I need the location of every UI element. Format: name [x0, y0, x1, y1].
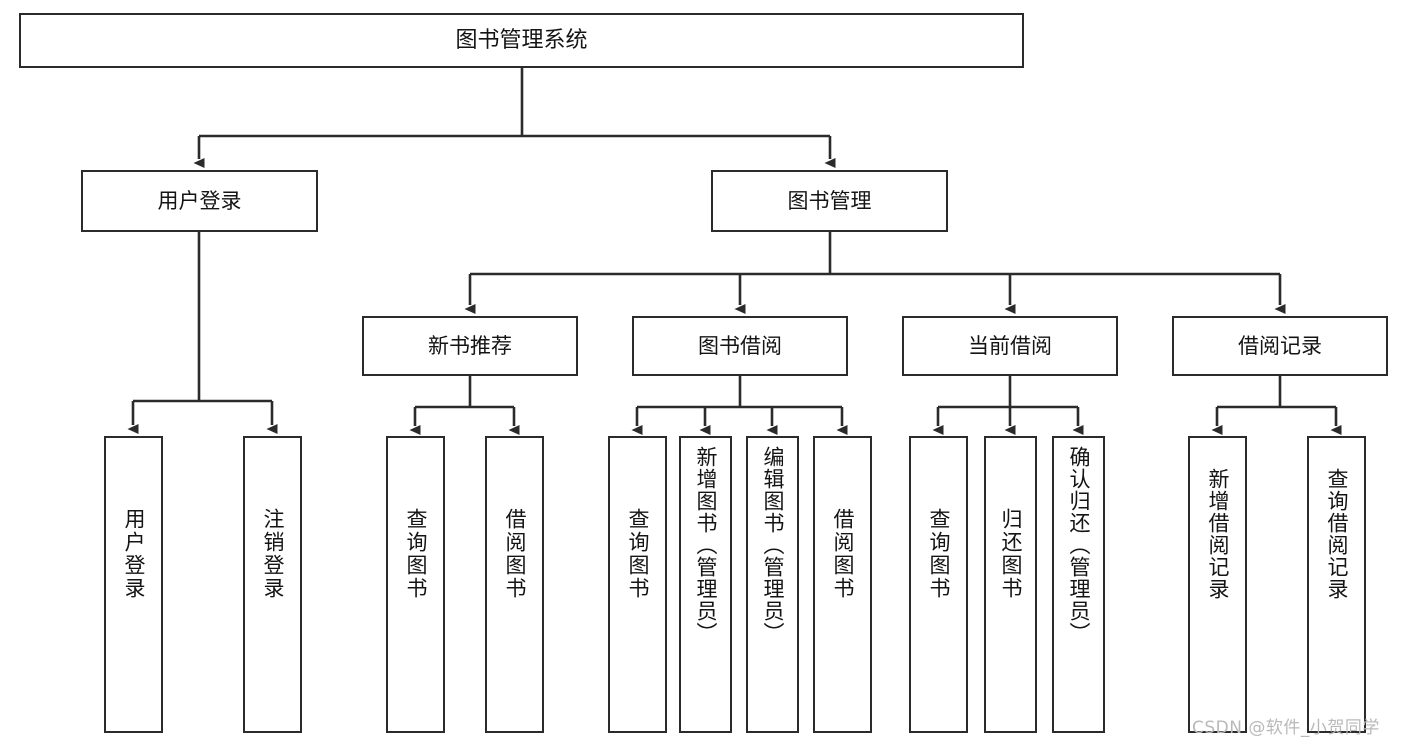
node-user-login-label: 用户登录 [157, 188, 242, 213]
node-leaf-query-borrow-record[interactable]: 查询借阅记录 [1307, 436, 1366, 733]
node-leaf-add-book[interactable]: 新增图书（管理员） [679, 436, 732, 733]
node-leaf-return-book-label: 归还图书 [999, 508, 1023, 600]
node-leaf-query-borrow-record-label: 查询借阅记录 [1325, 468, 1349, 600]
node-leaf-query-book-cur-label: 查询图书 [927, 508, 951, 600]
node-leaf-borrow-book-rec[interactable]: 借阅图书 [485, 436, 544, 733]
node-leaf-logout-label: 注销登录 [261, 508, 285, 600]
node-root[interactable]: 图书管理系统 [19, 13, 1024, 68]
node-leaf-logout[interactable]: 注销登录 [243, 436, 302, 733]
node-leaf-edit-book[interactable]: 编辑图书（管理员） [746, 436, 799, 733]
node-book-borrow[interactable]: 图书借阅 [632, 316, 848, 376]
node-new-book-recommend[interactable]: 新书推荐 [362, 316, 578, 376]
node-new-book-recommend-label: 新书推荐 [428, 333, 512, 358]
node-leaf-add-borrow-record[interactable]: 新增借阅记录 [1188, 436, 1247, 733]
node-current-borrow[interactable]: 当前借阅 [902, 316, 1118, 376]
node-book-manage[interactable]: 图书管理 [711, 170, 948, 232]
node-leaf-return-book[interactable]: 归还图书 [984, 436, 1037, 733]
node-leaf-query-book-borrow[interactable]: 查询图书 [608, 436, 667, 733]
node-leaf-query-book-rec-label: 查询图书 [404, 508, 428, 600]
node-leaf-query-book-rec[interactable]: 查询图书 [386, 436, 445, 733]
node-user-login[interactable]: 用户登录 [81, 170, 318, 232]
node-leaf-borrow-book-rec-label: 借阅图书 [503, 508, 527, 600]
node-borrow-record-label: 借阅记录 [1238, 333, 1322, 358]
watermark: CSDN @软件_小贺同学 [1192, 718, 1380, 738]
node-leaf-edit-book-label: 编辑图书（管理员） [761, 446, 785, 644]
node-leaf-borrow-book-label: 借阅图书 [831, 508, 855, 600]
node-leaf-add-borrow-record-label: 新增借阅记录 [1206, 468, 1230, 600]
node-root-label: 图书管理系统 [455, 27, 588, 53]
node-leaf-confirm-return-label: 确认归还（管理员） [1067, 446, 1091, 644]
node-leaf-add-book-label: 新增图书（管理员） [694, 446, 718, 644]
node-book-borrow-label: 图书借阅 [698, 333, 782, 358]
node-leaf-query-book-cur[interactable]: 查询图书 [909, 436, 968, 733]
node-leaf-user-login-label: 用户登录 [122, 508, 146, 600]
node-leaf-confirm-return[interactable]: 确认归还（管理员） [1052, 436, 1105, 733]
node-book-manage-label: 图书管理 [787, 188, 872, 213]
node-borrow-record[interactable]: 借阅记录 [1172, 316, 1388, 376]
node-leaf-user-login[interactable]: 用户登录 [104, 436, 163, 733]
node-current-borrow-label: 当前借阅 [968, 333, 1052, 358]
node-leaf-borrow-book[interactable]: 借阅图书 [813, 436, 872, 733]
node-leaf-query-book-borrow-label: 查询图书 [626, 508, 650, 600]
